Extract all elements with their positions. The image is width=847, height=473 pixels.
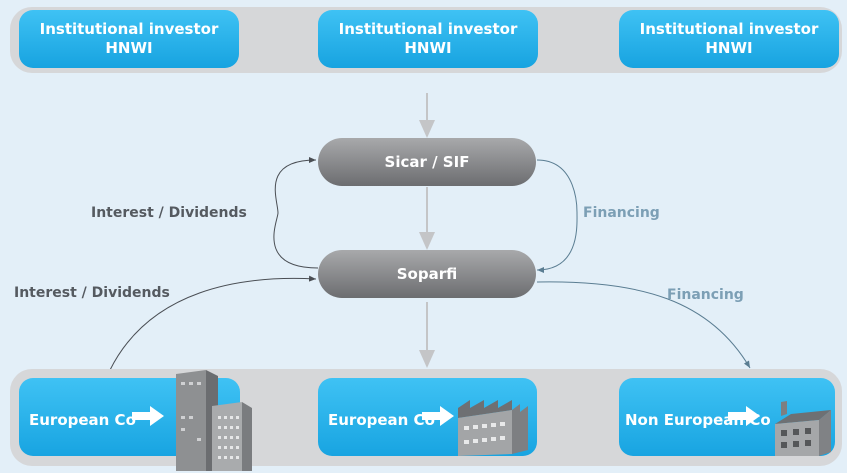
- upper-financing-label: Financing: [583, 205, 660, 221]
- investor-type: Institutional investor: [338, 20, 518, 38]
- arrow-right-icon: [422, 406, 454, 426]
- soparfi-label: Soparfi: [396, 265, 458, 283]
- upper-financing-curve: [536, 159, 578, 273]
- investor-subtype: HNWI: [705, 39, 753, 57]
- investor-box-2: Institutional investor HNWI: [318, 10, 538, 68]
- investor-box-1: Institutional investor HNWI: [19, 10, 239, 68]
- soparfi-node: Soparfi: [318, 250, 536, 298]
- office-building-icon: [176, 370, 252, 471]
- lower-financing-curve: [536, 281, 751, 369]
- arrow-right-icon: [728, 406, 760, 426]
- arrow-right-icon: [132, 406, 164, 426]
- upper-interest-label: Interest / Dividends: [91, 205, 247, 221]
- investor-type: Institutional investor: [639, 20, 819, 38]
- lower-interest-label: Interest / Dividends: [14, 285, 170, 301]
- factory-icon: [458, 400, 528, 456]
- lower-financing-label: Financing: [667, 287, 744, 303]
- sicar-sif-node: Sicar / SIF: [318, 138, 536, 186]
- sicar-sif-label: Sicar / SIF: [384, 153, 470, 171]
- warehouse-icon: [775, 401, 831, 456]
- company-label: European Co: [29, 411, 136, 429]
- investor-box-3: Institutional investor HNWI: [619, 10, 839, 68]
- investor-subtype: HNWI: [105, 39, 153, 57]
- investor-subtype: HNWI: [404, 39, 452, 57]
- company-label: European Co: [328, 411, 435, 429]
- lower-interest-curve: [109, 275, 317, 371]
- investor-type: Institutional investor: [39, 20, 219, 38]
- upper-interest-curve: [273, 157, 319, 269]
